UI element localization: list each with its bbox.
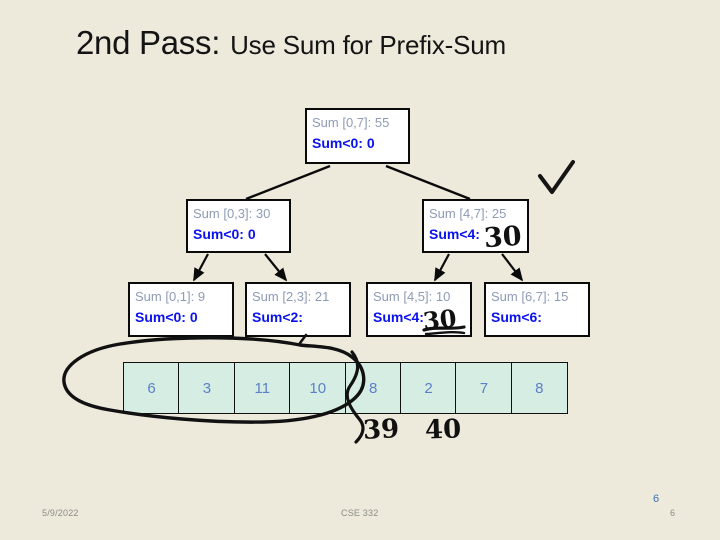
title-main-text: 2nd Pass: xyxy=(76,24,221,61)
array-cell[interactable]: 6 xyxy=(123,362,180,414)
tree-node-2-3[interactable]: Sum [2,3]: 21 Sum<2: xyxy=(245,282,351,337)
tree-node-4-5[interactable]: Sum [4,5]: 10 Sum<4: xyxy=(366,282,472,337)
tree-node-prefix-label: Sum<2: xyxy=(252,309,303,325)
tree-node-prefix-label: Sum<4: xyxy=(373,309,424,325)
checkmark-icon xyxy=(538,160,575,194)
array-cell[interactable]: 10 xyxy=(289,362,347,414)
tree-node-4-7[interactable]: Sum [4,7]: 25 Sum<4: xyxy=(422,199,529,253)
tree-node-range-label: Sum [0,7]: 55 xyxy=(312,115,390,130)
tree-node-range-label: Sum [0,3]: 30 xyxy=(193,206,271,221)
tree-node-range-label: Sum [4,7]: 25 xyxy=(429,206,507,221)
array-cell[interactable]: 2 xyxy=(400,362,458,414)
footer-slide-number: 6 xyxy=(670,508,676,518)
tree-node-range-label: Sum [0,1]: 9 xyxy=(135,289,206,304)
array-cell[interactable]: 7 xyxy=(455,362,513,414)
tree-node-prefix-label: Sum<4: xyxy=(429,226,480,242)
array-cell[interactable]: 8 xyxy=(344,362,402,414)
array-cell[interactable]: 8 xyxy=(510,362,568,414)
ink-value-node-4-7: 30 xyxy=(482,220,523,255)
array-row: 6 3 11 10 8 2 7 8 xyxy=(123,362,568,414)
tree-node-prefix-label: Sum<0: 0 xyxy=(312,135,375,151)
tree-node-6-7[interactable]: Sum [6,7]: 15 Sum<6: xyxy=(484,282,590,337)
ink-annotation-39: 39 xyxy=(362,414,400,446)
ink-annotation-40: 40 xyxy=(424,414,462,446)
tree-node-prefix-label: Sum<6: xyxy=(491,309,542,325)
array-cell[interactable]: 11 xyxy=(233,362,291,414)
ink-value-node-4-5: 30 xyxy=(421,303,458,336)
tree-node-prefix-label: Sum<0: 0 xyxy=(135,309,198,325)
tree-node-range-label: Sum [4,5]: 10 xyxy=(373,289,451,304)
tree-node-0-3[interactable]: Sum [0,3]: 30 Sum<0: 0 xyxy=(186,199,291,253)
title-sub-text: Use Sum for Prefix-Sum xyxy=(230,30,506,60)
tree-node-prefix-label: Sum<0: 0 xyxy=(193,226,256,242)
tree-node-0-1[interactable]: Sum [0,1]: 9 Sum<0: 0 xyxy=(128,282,234,337)
tree-node-range-label: Sum [2,3]: 21 xyxy=(252,289,330,304)
tree-node-root[interactable]: Sum [0,7]: 55 Sum<0: 0 xyxy=(305,108,410,164)
footer-date: 5/9/2022 xyxy=(42,508,79,518)
page-title: 2nd Pass: Use Sum for Prefix-Sum xyxy=(76,24,676,70)
footer-course: CSE 332 xyxy=(341,508,379,518)
tree-node-range-label: Sum [6,7]: 15 xyxy=(491,289,569,304)
array-cell[interactable]: 3 xyxy=(178,362,236,414)
footer-slide-number-blue: 6 xyxy=(653,493,660,505)
